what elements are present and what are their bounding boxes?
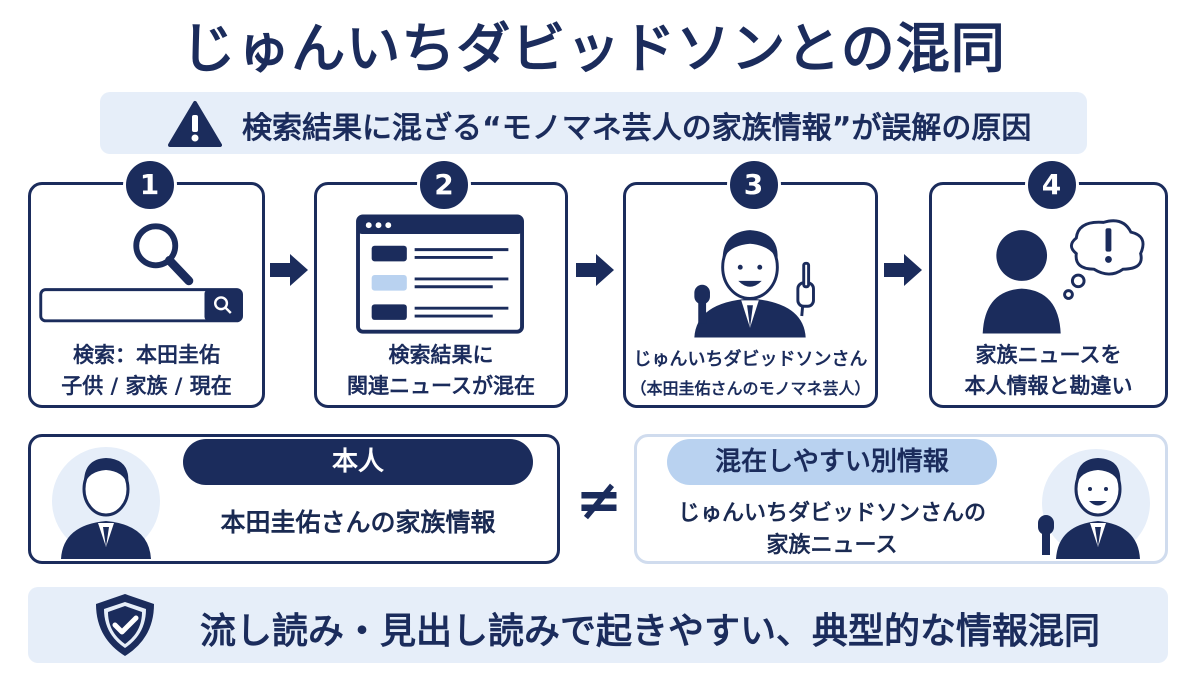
mixed-info-line1: じゅんいちダビッドソンさんの (677, 501, 986, 526)
step-2-card: 2 検索結果に 関連ニュースが混在 (314, 158, 568, 408)
comedian-with-microphone-icon (694, 230, 815, 338)
step-4-line2: 本人情報と勘違い (964, 374, 1133, 398)
step-1-line1: 検索：本田圭佑 (73, 343, 220, 367)
step-4-line1: 家族ニュースを (975, 343, 1122, 367)
shield-check-icon (96, 594, 154, 656)
person-avatar-icon (52, 447, 160, 559)
self-header: 本人 (183, 439, 533, 485)
self-info-card: 本人 本田圭佑さんの家族情報 (28, 434, 560, 564)
arrow-right-icon (576, 254, 614, 286)
warning-banner: 検索結果に混ざる“モノマネ芸人の家族情報”が誤解の原因 (100, 92, 1087, 154)
mixed-info-card: 混在しやすい別情報 じゅんいちダビッドソンさんの 家族ニュース (634, 434, 1168, 564)
conclusion-text: 流し読み・見出し読みで起きやすい、典型的な情報混同 (200, 611, 1101, 652)
page-title: じゅんいちダビッドソンとの混同 (181, 17, 1006, 80)
step-1-card: 1 検索：本田圭佑 子供 / 家族 / 現在 (28, 158, 265, 408)
not-equal-symbol: ≠ (575, 468, 623, 533)
step-2-line1: 検索結果に (388, 343, 494, 367)
step-3-card: 3 じゅんいちダビッドソンさん （本田圭佑さんのモノマネ芸人） (623, 158, 878, 408)
step-3-line2: （本田圭佑さんのモノマネ芸人） (630, 379, 871, 398)
step-number-badge: 2 (417, 158, 471, 212)
browser-results-icon (356, 214, 524, 334)
mixed-info-line2: 家族ニュース (766, 533, 898, 558)
warning-icon (168, 101, 222, 147)
search-icon (39, 223, 243, 323)
step-number-badge: 3 (726, 158, 781, 212)
step-number-badge: 1 (122, 158, 177, 212)
step-number-badge: 4 (1024, 158, 1079, 212)
conclusion-banner: 流し読み・見出し読みで起きやすい、典型的な情報混同 (28, 587, 1168, 663)
arrow-right-icon (884, 254, 922, 286)
arrow-right-icon (270, 254, 308, 286)
comedian-avatar-icon (1038, 449, 1150, 559)
confused-person-icon (982, 219, 1145, 334)
step-4-card: 4 家族ニュースを 本人情報と勘違い (929, 158, 1168, 408)
self-info-text: 本田圭佑さんの家族情報 (220, 508, 496, 537)
mixed-header: 混在しやすい別情報 (667, 439, 997, 485)
step-1-line2: 子供 / 家族 / 現在 (61, 374, 232, 398)
step-2-line2: 関連ニュースが混在 (347, 374, 535, 398)
warning-text: 検索結果に混ざる“モノマネ芸人の家族情報”が誤解の原因 (242, 111, 1032, 146)
step-3-line1: じゅんいちダビッドソンさん (633, 349, 868, 370)
